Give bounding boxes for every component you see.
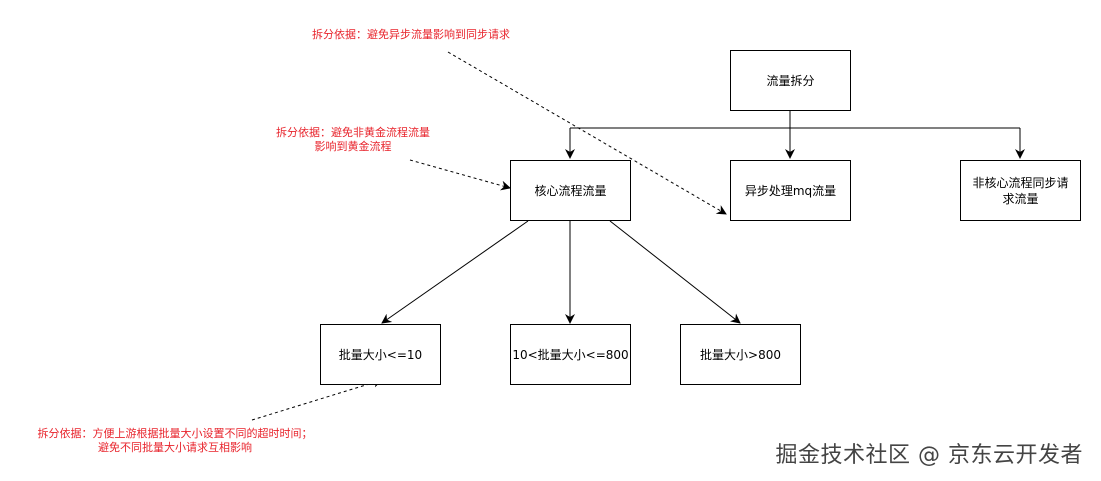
watermark: 掘金技术社区 @ 京东云开发者 <box>775 443 1083 468</box>
note-batch-reason: 拆分依据：方便上游根据批量大小设置不同的超时时间； 避免不同批量大小请求互相影响 <box>25 427 325 455</box>
edge-core-small <box>381 220 529 324</box>
note-async-reason: 拆分依据：避免异步流量影响到同步请求 <box>312 28 510 42</box>
node-core-label: 核心流程流量 <box>534 183 607 198</box>
node-batch-medium-label: 10<批量大小<=800 <box>512 347 629 362</box>
note-batch-reason-line1: 拆分依据：方便上游根据批量大小设置不同的超时时间； <box>37 427 313 440</box>
edge-core-large <box>609 220 741 324</box>
note-batch-reason-line2: 避免不同批量大小请求互相影响 <box>98 441 252 454</box>
node-noncore-label: 非核心流程同步请求流量 <box>972 175 1069 206</box>
node-core: 核心流程流量 <box>510 160 631 221</box>
node-batch-medium: 10<批量大小<=800 <box>510 324 631 385</box>
note-gold-reason: 拆分依据：避免非黄金流程流量 影响到黄金流程 <box>258 126 448 154</box>
note-async-reason-text: 拆分依据：避免异步流量影响到同步请求 <box>312 28 510 41</box>
annotation-arrow-batch <box>251 377 383 421</box>
node-noncore: 非核心流程同步请求流量 <box>960 160 1081 221</box>
note-gold-reason-line1: 拆分依据：避免非黄金流程流量 <box>276 126 430 139</box>
annotation-arrow-gold <box>409 159 511 191</box>
node-batch-large: 批量大小>800 <box>680 324 801 385</box>
node-async: 异步处理mq流量 <box>730 160 851 221</box>
node-async-label: 异步处理mq流量 <box>744 183 837 198</box>
note-gold-reason-line2: 影响到黄金流程 <box>314 140 392 153</box>
node-root: 流量拆分 <box>730 50 851 111</box>
node-batch-large-label: 批量大小>800 <box>700 347 781 362</box>
node-batch-small: 批量大小<=10 <box>320 324 441 385</box>
node-batch-small-label: 批量大小<=10 <box>338 347 423 362</box>
node-root-label: 流量拆分 <box>766 73 815 88</box>
